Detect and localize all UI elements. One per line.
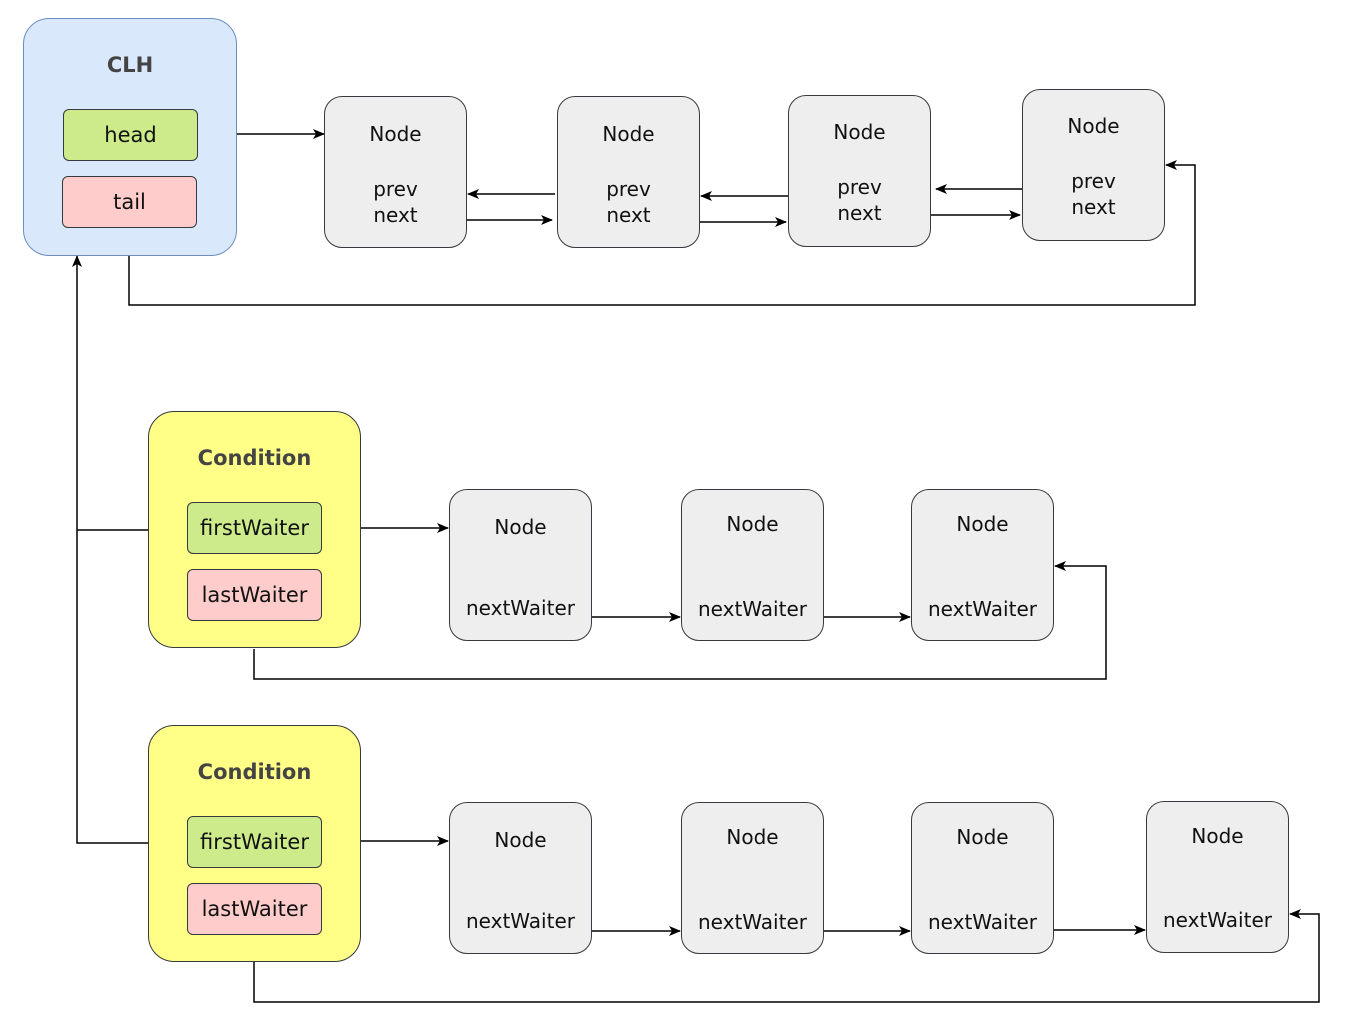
prev-label: prev [1071,169,1116,193]
clh-node: Node prev next [324,96,467,248]
first-waiter-field: firstWaiter [187,816,322,868]
next-label: next [606,203,651,227]
condition-container: Condition firstWaiter lastWaiter [148,725,361,962]
next-label: next [837,201,882,225]
condition-to-clh-arrow [72,255,148,844]
first-waiter-field: firstWaiter [187,502,322,554]
condition-title: Condition [197,446,312,470]
node-title: Node [726,512,779,536]
clh-node: Node prev next [557,96,700,248]
next-waiter-label: nextWaiter [466,596,575,620]
condition-title: Condition [197,760,312,784]
next-waiter-label: nextWaiter [698,597,807,621]
condition-node: Node nextWaiter [449,802,592,954]
tail-field: tail [62,176,197,228]
node-title: Node [369,122,422,146]
condition-node: Node nextWaiter [911,489,1054,641]
cond2-last-arrow [253,909,1320,1003]
next-waiter-label: nextWaiter [1163,908,1272,932]
condition-node: Node nextWaiter [449,489,592,641]
condition-node: Node nextWaiter [1146,801,1289,953]
node-title: Node [602,122,655,146]
prev-label: prev [373,177,418,201]
next-waiter-label: nextWaiter [466,909,575,933]
next-label: next [373,203,418,227]
cond1-last-arrow [253,561,1107,680]
condition-node: Node nextWaiter [681,489,824,641]
head-field: head [63,109,198,161]
node-title: Node [1191,824,1244,848]
condition-node: Node nextWaiter [681,802,824,954]
clh-container: CLH head tail [23,18,237,256]
clh-node: Node prev next [788,95,931,247]
next-waiter-label: nextWaiter [928,597,1037,621]
prev-label: prev [837,175,882,199]
node-title: Node [1067,114,1120,138]
node-title: Node [494,828,547,852]
node-title: Node [726,825,779,849]
next-waiter-label: nextWaiter [698,910,807,934]
last-waiter-field: lastWaiter [187,569,322,621]
clh-title: CLH [106,53,154,77]
node-title: Node [956,512,1009,536]
node-title: Node [956,825,1009,849]
next-label: next [1071,195,1116,219]
condition-node: Node nextWaiter [911,802,1054,954]
clh-node: Node prev next [1022,89,1165,241]
node-title: Node [833,120,886,144]
tail-arrow [128,160,1196,306]
node-title: Node [494,515,547,539]
last-waiter-field: lastWaiter [187,883,322,935]
condition-container: Condition firstWaiter lastWaiter [148,411,361,648]
next-waiter-label: nextWaiter [928,910,1037,934]
prev-label: prev [606,177,651,201]
